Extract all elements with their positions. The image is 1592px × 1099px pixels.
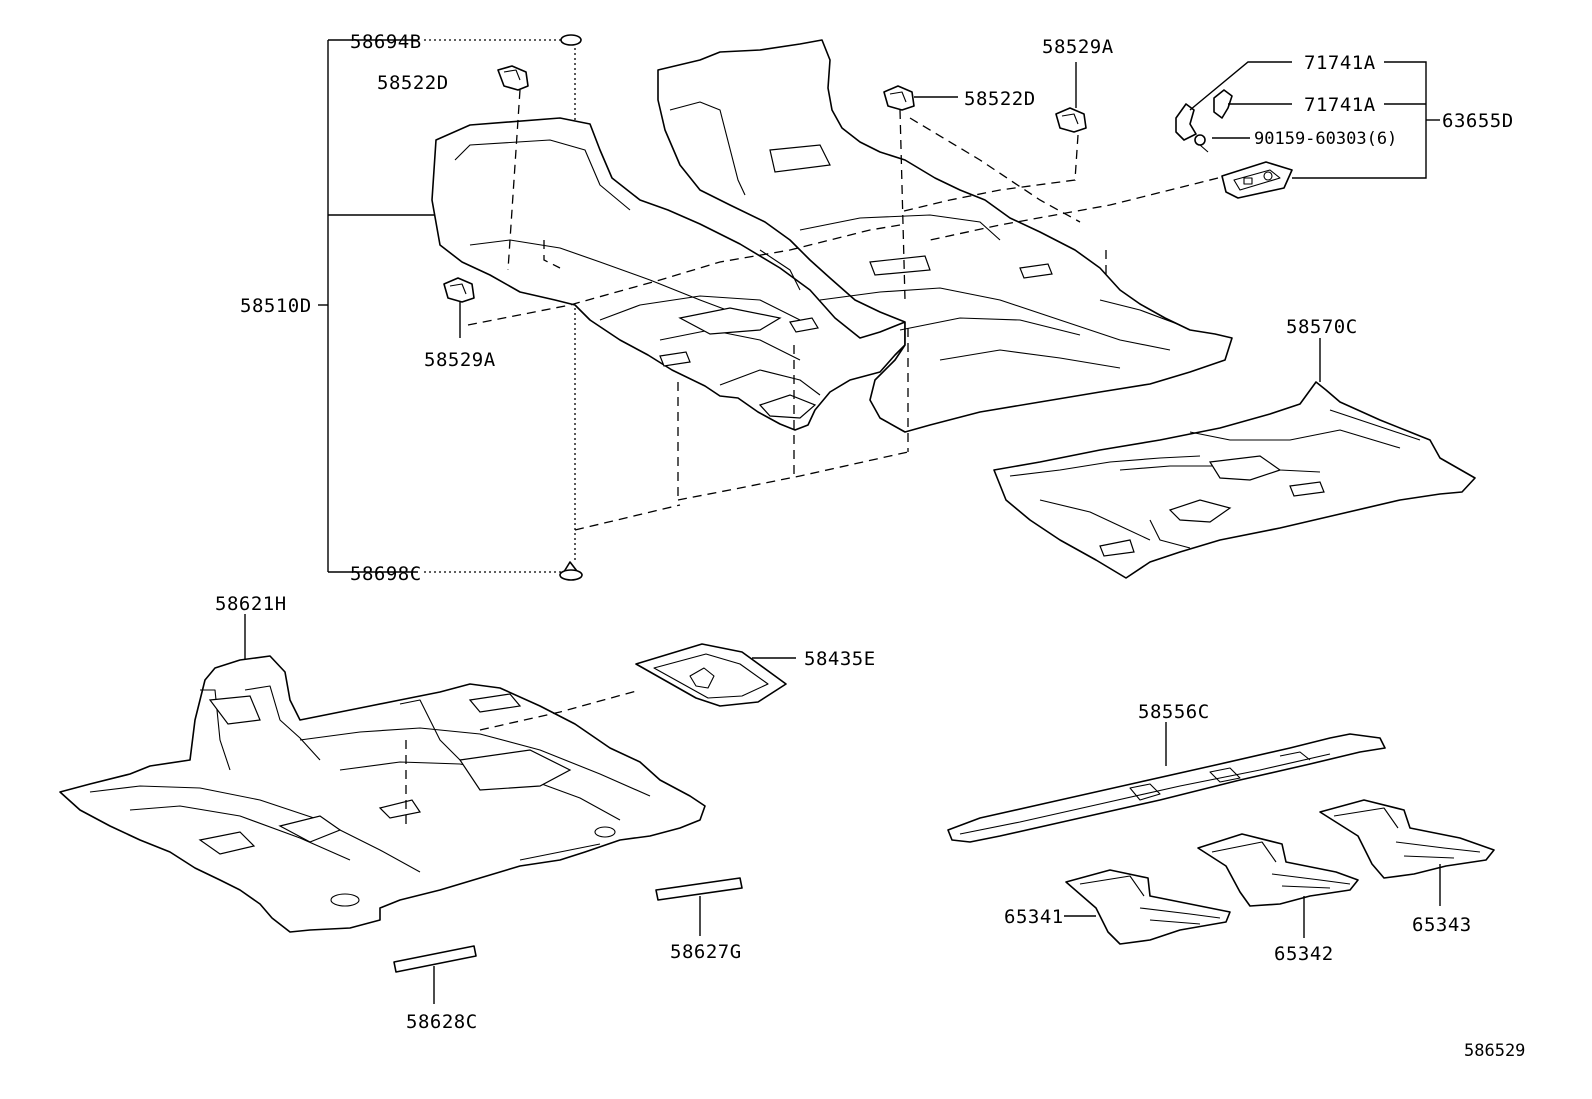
label-58570C: 58570C — [1286, 316, 1358, 338]
hook-58529A-right-icon — [1055, 107, 1087, 133]
main-floor-carpet-group — [318, 34, 1440, 581]
strip-58627G — [655, 877, 743, 936]
hook-58522D-right-icon — [883, 85, 915, 111]
label-58628C: 58628C — [406, 1011, 478, 1033]
label-65343: 65343 — [1412, 914, 1472, 936]
label-90159-60303: 90159-60303(6) — [1254, 129, 1397, 149]
label-58522D-right: 58522D — [964, 88, 1036, 110]
label-58529A-right: 58529A — [1042, 36, 1114, 58]
silencer-58556C — [947, 722, 1386, 843]
label-71741A-top: 71741A — [1304, 52, 1376, 74]
strip-58628C — [393, 945, 477, 1004]
insulator-pad-58435E — [635, 643, 796, 707]
label-58529A-left: 58529A — [424, 349, 496, 371]
clip-58694B-icon — [560, 34, 582, 46]
label-71741A-mid: 71741A — [1304, 94, 1376, 116]
label-65342: 65342 — [1274, 943, 1334, 965]
label-58556C: 58556C — [1138, 701, 1210, 723]
label-58694B: 58694B — [350, 31, 422, 53]
floor-carpet-58621H — [59, 614, 706, 933]
floor-bracket-65341 — [1064, 869, 1231, 945]
retainer-63655D-group — [1175, 89, 1293, 199]
main-floor-carpet-front — [431, 117, 906, 431]
hook-58529A-left-icon — [443, 277, 475, 303]
rear-carpet-58570C — [993, 338, 1476, 579]
label-65341: 65341 — [1004, 906, 1064, 928]
label-58510D: 58510D — [240, 295, 312, 317]
floor-bracket-65342 — [1197, 833, 1359, 938]
drawing-id: 586529 — [1464, 1041, 1525, 1061]
label-58627G: 58627G — [670, 941, 742, 963]
floor-bracket-65343 — [1319, 799, 1495, 906]
label-58621H: 58621H — [215, 593, 287, 615]
label-63655D: 63655D — [1442, 110, 1514, 132]
label-58435E: 58435E — [804, 648, 876, 670]
hook-58522D-left-icon — [497, 65, 529, 91]
label-58698C: 58698C — [350, 563, 422, 585]
main-floor-carpet-rear — [657, 39, 1233, 433]
label-58522D-left: 58522D — [377, 72, 449, 94]
